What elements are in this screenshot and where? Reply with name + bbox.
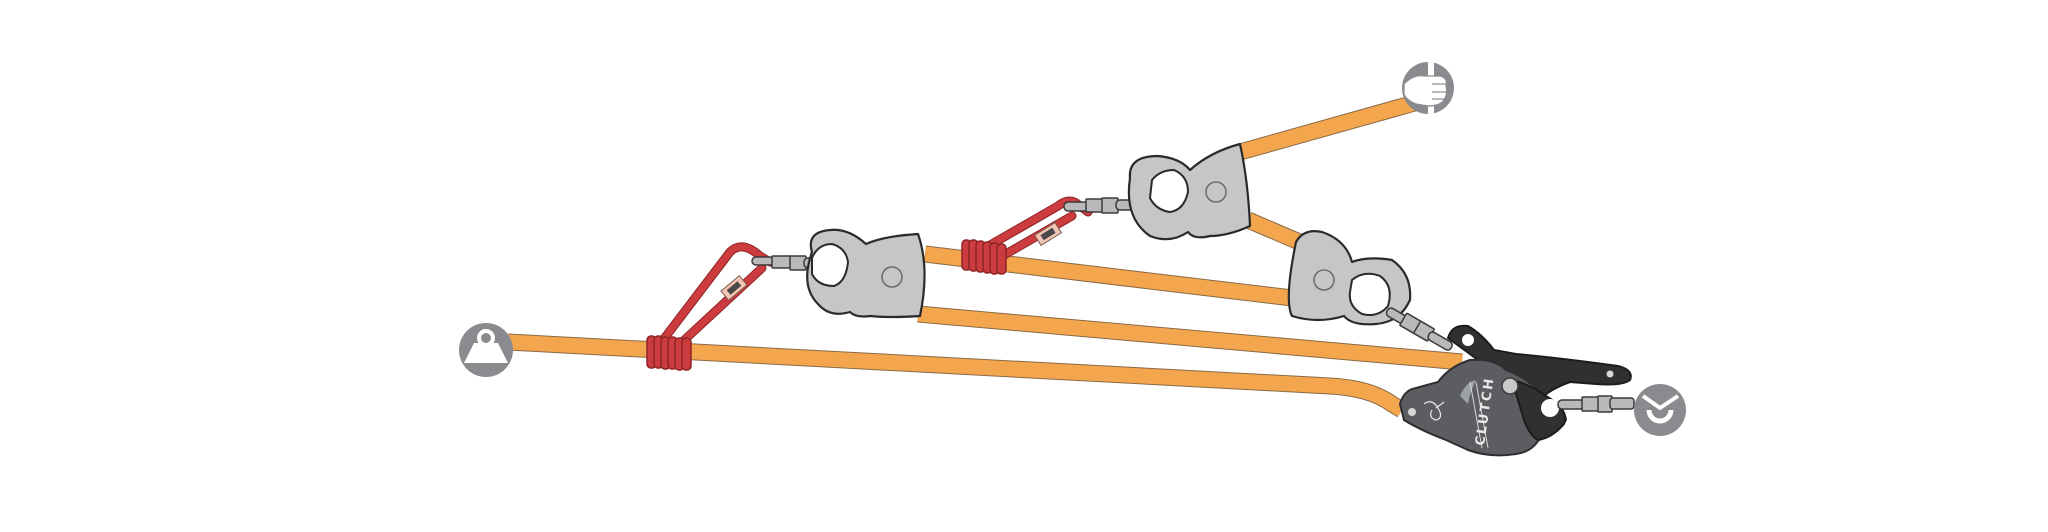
carabiner-3 [1385,307,1453,351]
sling-tag [720,274,748,302]
weight-icon [459,323,513,377]
pulley-1 [806,228,926,319]
rope-haul-line [1237,93,1421,161]
prusik-wraps [961,239,1007,275]
anchor-icon [1634,384,1686,436]
sling-tag [1033,221,1063,247]
carabiner-4 [1557,395,1635,413]
rope-pulley1-lower [917,305,1463,371]
hand-grip-icon [1402,60,1454,118]
clutch-device: CLUTCH [1398,324,1632,457]
pulley-3 [1287,230,1412,326]
rope-main-load-line [507,333,1407,418]
prusik-wraps [646,335,692,371]
prusik-sling-1 [646,242,775,371]
clutch-rope-diagram-icon [1423,401,1445,421]
pulley-2 [1127,142,1252,241]
